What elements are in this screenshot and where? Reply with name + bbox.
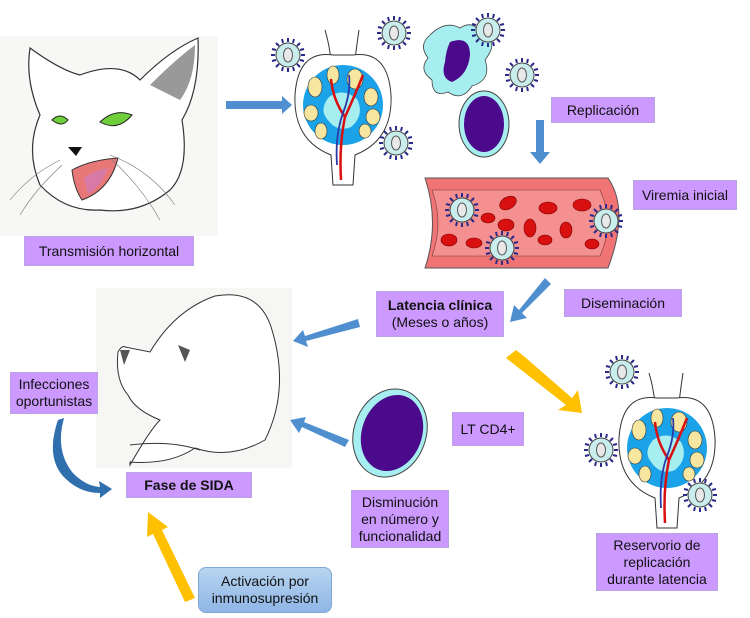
label-reservoir: Reservorio de replicación durante latenc… [596,533,718,591]
label-line-2: en número y [361,510,439,527]
label-line-1: Activación por [221,573,309,589]
label-line-1: Reservorio de [613,536,701,553]
label-activation-immunosuppression: Activación por inmunosupresión [198,567,332,613]
label-line-1: Infecciones [18,376,90,392]
arrow-latency-to-aids [293,319,360,347]
label-dissemination: Diseminación [564,289,682,317]
label-text: Replicación [566,101,640,118]
label-line-2: oportunistas [15,393,93,409]
label-replication: Replicación [551,97,655,123]
label-line-3: durante latencia [607,570,707,587]
angry-cat-illustration [0,36,218,236]
label-line-2: inmunosupresión [211,590,319,606]
label-initial-viremia: Viremia inicial [633,180,737,210]
label-subtitle: (Meses o años) [391,314,489,330]
label-text: Diseminación [580,294,666,311]
label-text: LT CD4+ [460,420,516,437]
arrow-cd4-to-aids [290,417,349,447]
label-clinical-latency: Latencia clínica (Meses o años) [376,291,504,337]
arrow-replication [530,120,550,164]
label-line-2: replicación [623,553,691,570]
lymph-node-illustration [270,15,414,187]
label-title: Latencia clínica [387,297,493,313]
arrow-transmission [226,96,292,114]
label-text: Fase de SIDA [144,476,234,493]
macrophage-illustration [423,12,540,97]
label-decrease-number-function: Disminución en número y funcionalidad [351,490,449,548]
label-line-1: Disminución [361,493,439,510]
label-aids-phase: Fase de SIDA [126,472,252,498]
label-text: Transmisión horizontal [38,242,180,259]
label-horizontal-transmission: Transmisión horizontal [24,236,194,266]
label-lt-cd4: LT CD4+ [452,412,524,446]
lymphocyte-cd4-illustration [352,388,428,478]
label-line-3: funcionalidad [358,527,442,544]
arrow-dissemination [510,278,551,322]
label-text: Viremia inicial [641,186,729,203]
arrow-latency-to-reservoir [506,350,582,413]
arrow-activation-to-aids [147,512,195,602]
reservoir-lymph-node-illustration [583,354,718,530]
label-opportunistic-infections: Infecciones oportunistas [10,372,98,414]
arrow-infections-to-aids [52,418,112,498]
lymphocyte-top-illustration [458,90,510,158]
blood-vessel-illustration [424,177,624,269]
sleeping-cat-illustration [96,288,292,468]
